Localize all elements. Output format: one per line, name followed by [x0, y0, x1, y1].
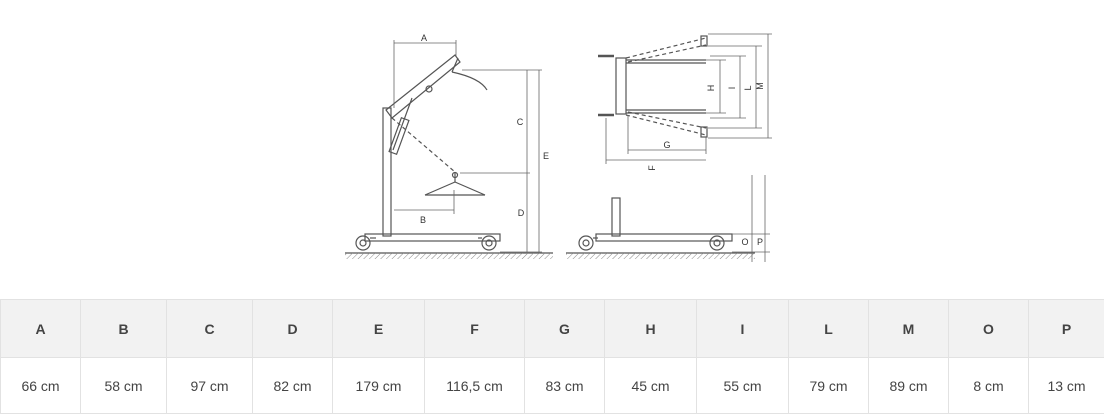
hoist-technical-drawing: A B C D E — [0, 0, 1104, 300]
header-cell: A — [1, 300, 81, 358]
header-cell: M — [869, 300, 949, 358]
header-cell: I — [697, 300, 789, 358]
label-f: F — [647, 165, 657, 171]
header-cell: G — [525, 300, 605, 358]
top-view-dimensions — [606, 34, 772, 164]
header-cell: L — [789, 300, 869, 358]
value-cell: 13 cm — [1029, 358, 1104, 414]
value-cell: 8 cm — [949, 358, 1029, 414]
header-cell: D — [253, 300, 333, 358]
label-a: A — [421, 33, 427, 43]
value-cell: 116,5 cm — [425, 358, 525, 414]
value-cell: 179 cm — [333, 358, 425, 414]
table-header-row: A B C D E F G H I L M O P — [1, 300, 1104, 358]
table-row: 66 cm 58 cm 97 cm 82 cm 179 cm 116,5 cm … — [1, 358, 1104, 414]
label-l: L — [743, 85, 753, 90]
value-cell: 58 cm — [81, 358, 167, 414]
header-cell: E — [333, 300, 425, 358]
value-cell: 66 cm — [1, 358, 81, 414]
value-cell: 55 cm — [697, 358, 789, 414]
header-cell: H — [605, 300, 697, 358]
top-view — [598, 36, 707, 137]
header-cell: O — [949, 300, 1029, 358]
label-h: H — [706, 85, 716, 92]
label-i: I — [727, 87, 737, 90]
side-view — [345, 55, 553, 259]
value-cell: 89 cm — [869, 358, 949, 414]
front-view-dimensions — [732, 175, 770, 262]
value-cell: 45 cm — [605, 358, 697, 414]
header-cell: P — [1029, 300, 1104, 358]
dimensions-table: A B C D E F G H I L M O P 66 cm 58 cm 97… — [0, 299, 1104, 414]
label-e: E — [543, 151, 549, 161]
label-d: D — [518, 208, 525, 218]
label-m: M — [755, 82, 765, 90]
side-view-dimensions — [394, 40, 542, 252]
value-cell: 79 cm — [789, 358, 869, 414]
label-p: P — [757, 237, 763, 247]
label-g: G — [663, 140, 670, 150]
label-o: O — [741, 237, 748, 247]
value-cell: 82 cm — [253, 358, 333, 414]
side-view-labels: A B C D E — [420, 33, 549, 225]
value-cell: 97 cm — [167, 358, 253, 414]
header-cell: C — [167, 300, 253, 358]
front-view — [566, 198, 755, 259]
label-c: C — [517, 117, 524, 127]
header-cell: B — [81, 300, 167, 358]
label-b: B — [420, 215, 426, 225]
header-cell: F — [425, 300, 525, 358]
value-cell: 83 cm — [525, 358, 605, 414]
